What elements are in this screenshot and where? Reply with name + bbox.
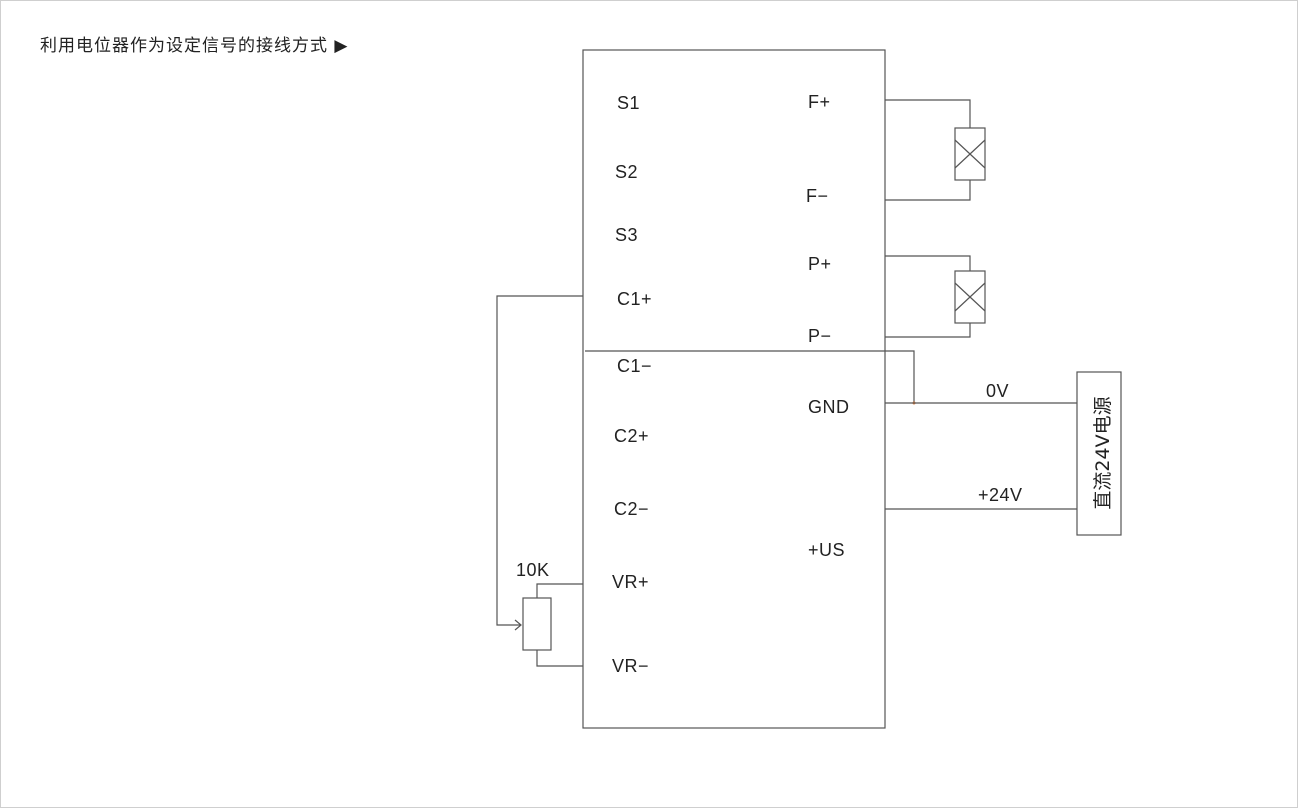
terminal-s3: S3 [615, 225, 638, 245]
terminal-us: +US [808, 540, 845, 560]
f-relay-coil [954, 127, 986, 181]
p-coil-cross-b [954, 282, 986, 312]
f-coil-wire-return [885, 180, 971, 201]
c1-minus-gnd-wire [585, 350, 915, 403]
terminal-c1-minus: C1− [617, 356, 652, 376]
wiper-arrow [514, 619, 522, 631]
c1-plus-wiper-wire [496, 295, 583, 626]
dc-24v-supply-label: 直流24V电源 [1092, 396, 1114, 509]
terminal-p-minus: P− [808, 326, 832, 346]
controller-box [582, 49, 886, 729]
terminal-p-plus: P+ [808, 254, 832, 274]
pot-value-label: 10K [516, 560, 550, 580]
p-coil-wire [885, 255, 971, 271]
p-relay-coil [954, 270, 986, 324]
terminal-f-plus: F+ [808, 92, 831, 112]
dc-24v-supply-box [1076, 371, 1122, 536]
zero-v-label: 0V [986, 381, 1009, 401]
terminal-c1-plus: C1+ [617, 289, 652, 309]
terminal-c2-minus: C2− [614, 499, 649, 519]
terminal-c2-plus: C2+ [614, 426, 649, 446]
f-coil-cross-b [954, 139, 986, 169]
vr-plus-wire [536, 583, 583, 598]
f-coil-wire [885, 99, 971, 128]
terminal-vr-minus: VR− [612, 656, 649, 676]
terminal-s1: S1 [617, 93, 640, 113]
page-title: 利用电位器作为设定信号的接线方式 ▶ [40, 36, 349, 56]
terminal-vr-plus: VR+ [612, 572, 649, 592]
terminal-s2: S2 [615, 162, 638, 182]
potentiometer [522, 597, 552, 651]
terminal-f-minus: F− [806, 186, 829, 206]
terminal-gnd: GND [808, 397, 850, 417]
vr-minus-wire [536, 650, 583, 667]
p-coil-wire-return [885, 323, 971, 338]
plus-24v-label: +24V [978, 485, 1023, 505]
